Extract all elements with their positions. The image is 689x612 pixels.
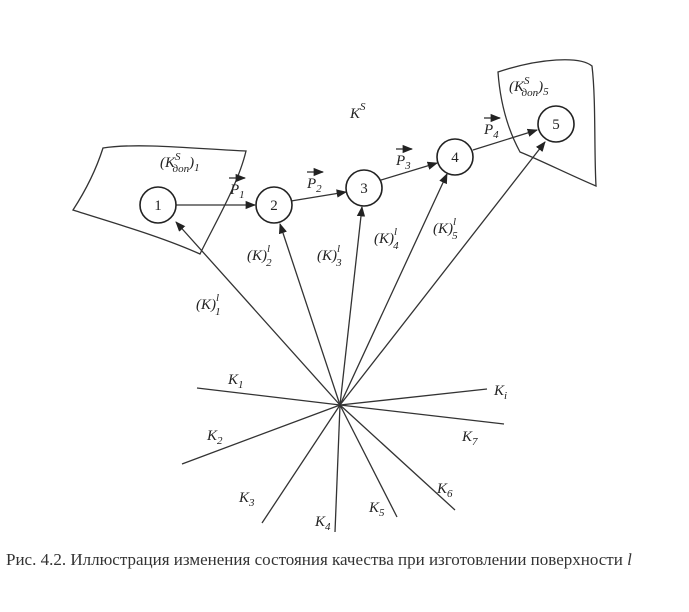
axis-line-i xyxy=(339,388,488,406)
axis-label-5: K5 xyxy=(368,500,385,519)
node-label-4: 4 xyxy=(451,150,459,166)
transitions xyxy=(176,128,538,210)
state-vector-line-2 xyxy=(278,223,341,406)
caption-variable: l xyxy=(627,550,632,569)
axis-label-4: K4 xyxy=(314,514,331,533)
caption-text: Рис. 4.2. Иллюстрация изменения состояни… xyxy=(6,550,628,569)
transition-line-3 xyxy=(380,161,438,181)
quality-axes xyxy=(181,387,505,533)
svg-text:P3: P3 xyxy=(395,153,411,172)
axis-label-3: K3 xyxy=(238,490,255,509)
node-label-2: 2 xyxy=(270,198,278,214)
transition-label-1: P1 xyxy=(229,173,247,201)
axis-line-2 xyxy=(181,404,341,465)
transition-label-4: P4 xyxy=(483,113,502,141)
node-label-1: 1 xyxy=(154,198,162,214)
admissible-region-1 xyxy=(71,145,247,255)
node-label-5: 5 xyxy=(552,117,560,133)
transition-line-2 xyxy=(290,189,348,202)
svg-text:P4: P4 xyxy=(483,122,499,141)
axis-label-6: K6 xyxy=(436,481,453,500)
axis-line-6 xyxy=(339,404,456,511)
transition-label-2: P2 xyxy=(306,167,325,195)
node-label-3: 3 xyxy=(360,181,368,197)
admissible-region-5 xyxy=(497,59,597,187)
axis-label-1: K1 xyxy=(227,372,244,391)
quality-space-label: KS xyxy=(349,101,366,122)
state-vector-line-1 xyxy=(175,221,341,406)
transition-label-3: P3 xyxy=(395,144,414,172)
state-node-3: 3 xyxy=(345,169,383,207)
transition-line-4 xyxy=(472,128,538,151)
state-node-5: 5 xyxy=(537,105,575,143)
state-node-2: 2 xyxy=(255,186,293,224)
state-vectors xyxy=(175,141,546,406)
axis-label-i: Ki xyxy=(493,383,507,402)
axis-line-7 xyxy=(339,404,505,425)
axis-line-5 xyxy=(339,404,398,518)
axis-line-3 xyxy=(261,404,341,524)
axis-line-1 xyxy=(196,387,341,406)
state-node-1: 1 xyxy=(139,186,177,224)
state-vector-line-4 xyxy=(339,173,448,406)
axis-label-7: K7 xyxy=(461,429,478,448)
state-vector-line-3 xyxy=(339,205,366,406)
svg-text:P2: P2 xyxy=(306,176,322,195)
state-node-4: 4 xyxy=(436,138,474,176)
axis-label-2: K2 xyxy=(206,428,223,447)
figure-caption: Рис. 4.2. Иллюстрация изменения состояни… xyxy=(6,549,686,570)
axis-labels: K1 K2 K3 K4 K5 K6 K7 Ki xyxy=(206,372,507,533)
svg-text:P1: P1 xyxy=(229,182,245,201)
transition-labels: P1 P2 P3 P4 xyxy=(229,113,502,201)
axis-line-4 xyxy=(334,404,341,533)
state-vector-line-5 xyxy=(339,141,546,406)
